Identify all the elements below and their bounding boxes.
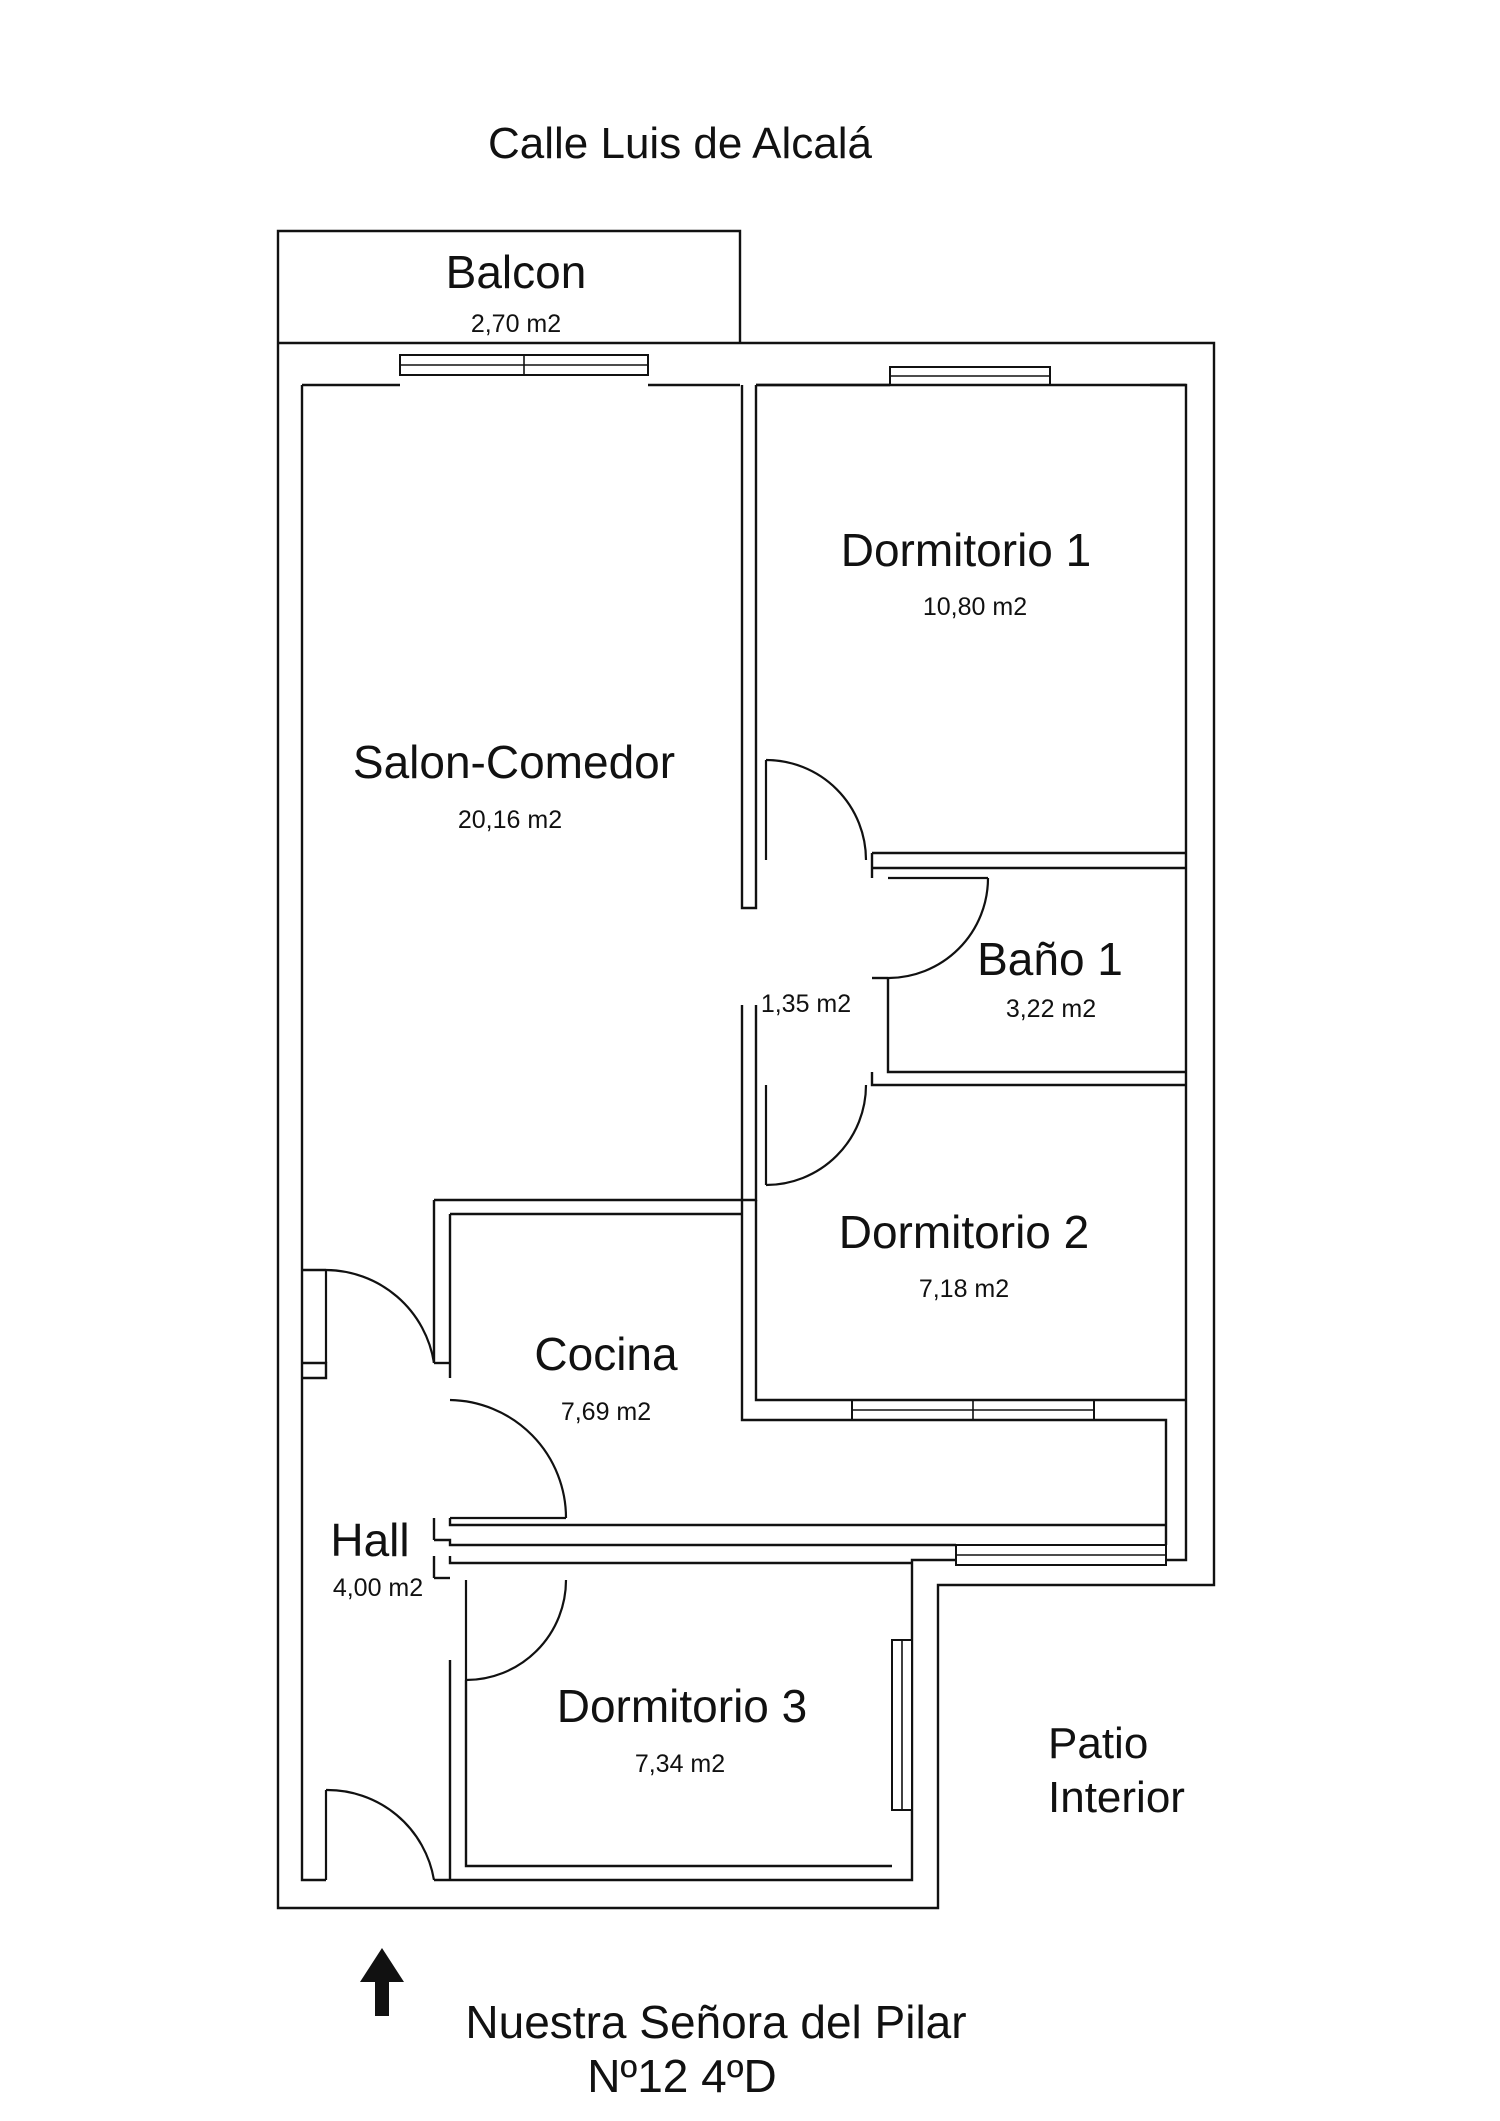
door-bano-1[interactable] [887,876,990,980]
door-salon[interactable] [324,1268,436,1364]
door-entrance[interactable] [324,1788,436,1881]
room-area-pasillo: 1,35 m2 [761,990,851,1018]
door-dormitorio-1[interactable] [764,758,868,861]
window-salon [399,354,649,376]
room-name-bano-1: Baño 1 [977,933,1123,985]
room-area-salon-comedor: 20,16 m2 [458,806,562,834]
window-dormitorio-1 [889,366,1051,386]
room-name-dormitorio-2: Dormitorio 2 [839,1206,1090,1258]
room-name-salon-comedor: Salon-Comedor [353,736,675,788]
window-dormitorio-2 [851,1399,1095,1421]
room-area-hall: 4,00 m2 [333,1574,423,1602]
room-name-balcon: Balcon [446,246,587,298]
room-area-dormitorio-1: 10,80 m2 [923,593,1027,621]
room-area-dormitorio-2: 7,18 m2 [919,1275,1009,1303]
patio-label-line1: Patio [1048,1719,1148,1768]
balcony-outline [276,229,742,343]
room-area-bano-1: 3,22 m2 [1006,995,1096,1023]
door-cocina[interactable] [449,1398,568,1520]
room-area-balcon: 2,70 m2 [471,310,561,338]
door-dormitorio-2[interactable] [764,1084,868,1187]
room-area-dormitorio-3: 7,34 m2 [635,1750,725,1778]
exterior-walls [276,341,1216,1910]
room-name-dormitorio-3: Dormitorio 3 [557,1680,808,1732]
interior-walls [302,383,1186,1880]
window-dormitorio-3 [891,1639,913,1811]
window-cocina [955,1544,1167,1566]
address-street: Nuestra Señora del Pilar [465,1996,966,2048]
room-name-cocina: Cocina [534,1328,678,1380]
address-unit: Nº12 4ºD [587,2050,777,2102]
door-dormitorio-3[interactable] [464,1579,568,1682]
room-name-dormitorio-1: Dormitorio 1 [841,524,1092,576]
street-name-top: Calle Luis de Alcalá [488,119,873,168]
room-area-cocina: 7,69 m2 [561,1398,651,1426]
patio-label-line2: Interior [1048,1773,1185,1822]
arrow-up-icon [360,1948,404,2016]
room-name-hall: Hall [330,1514,409,1566]
